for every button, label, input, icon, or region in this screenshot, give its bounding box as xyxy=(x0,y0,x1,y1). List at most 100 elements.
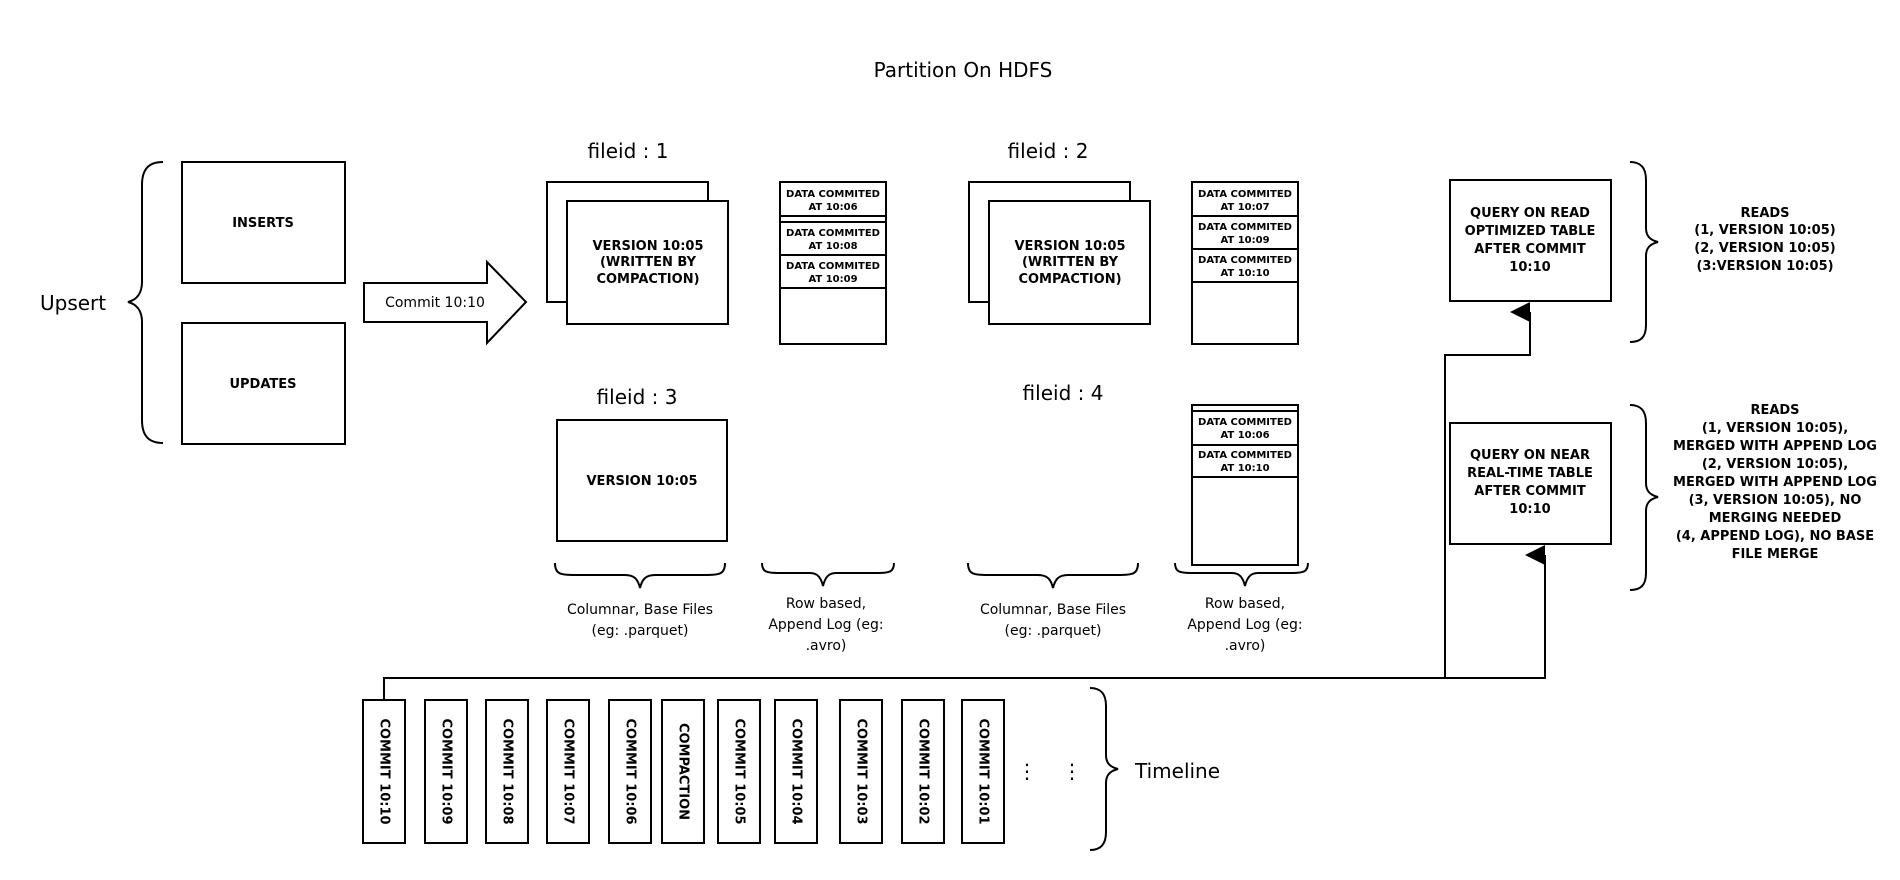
timeline: COMMIT 10:10 COMMIT 10:09 COMMIT 10:08 COMM… xyxy=(362,699,1082,844)
timeline-brace xyxy=(1089,687,1119,851)
fileid-2-base-file xyxy=(988,200,1151,325)
rowbased-brace-2 xyxy=(1174,562,1309,587)
timeline-commit-label: COMMIT 10:01 xyxy=(976,718,991,824)
columnar-caption-1: Columnar, Base Files xyxy=(567,602,713,618)
fileid-3-label: fileid : 3 xyxy=(597,385,678,409)
near-realtime-reads-line: FILE MERGE xyxy=(1732,547,1819,562)
updates-box xyxy=(181,322,346,445)
near-realtime-reads-line: (3, VERSION 10:05), NO xyxy=(1689,493,1862,508)
timeline-connector xyxy=(383,545,1546,700)
timeline-commit-box xyxy=(661,699,705,844)
near-realtime-query-line: AFTER COMMIT xyxy=(1474,484,1586,499)
rowbased-caption-1: .avro) xyxy=(806,638,847,654)
read-optimized-query-line: 10:10 xyxy=(1509,260,1550,275)
timeline-label: Timeline xyxy=(1134,759,1220,783)
fileid-1-label: fileid : 1 xyxy=(588,139,669,163)
timeline-commit-box xyxy=(717,699,761,844)
near-realtime-reads-line: (2, VERSION 10:05), xyxy=(1702,457,1848,472)
fileid-1-log-entry: DATA COMMITED xyxy=(786,261,880,272)
near-realtime-query-line: REAL-TIME TABLE xyxy=(1467,466,1593,481)
timeline-commit-label: COMMIT 10:05 xyxy=(732,718,747,824)
columnar-caption-2: Columnar, Base Files xyxy=(980,602,1126,618)
timeline-commit-box xyxy=(362,699,406,844)
fileid-1-log-entry: AT 10:08 xyxy=(808,241,857,252)
read-optimized-connector xyxy=(1444,302,1531,678)
near-realtime-query-line: 10:10 xyxy=(1509,502,1550,517)
rowbased-caption-2: Append Log (eg: xyxy=(1187,617,1302,633)
inserts-box xyxy=(181,161,346,284)
timeline-commit-label: COMMIT 10:04 xyxy=(789,718,804,824)
near-realtime-reads-line: MERGING NEEDED xyxy=(1709,511,1842,526)
fileid-2-log-entry: DATA COMMITED xyxy=(1198,189,1292,200)
rowbased-caption-1: Append Log (eg: xyxy=(768,617,883,633)
fileid-2-label: fileid : 2 xyxy=(1008,139,1089,163)
fileid-2-base-line: COMPACTION) xyxy=(1018,272,1121,287)
fileid-1-log-entry: DATA COMMITED xyxy=(786,228,880,239)
timeline-commit-box xyxy=(839,699,883,844)
columnar-caption-2: (eg: .parquet) xyxy=(1005,623,1102,639)
fileid-2-log-entry: DATA COMMITED xyxy=(1198,222,1292,233)
commit-arrow-label: Commit 10:10 xyxy=(385,295,485,311)
near-realtime-reads-line: READS xyxy=(1750,403,1799,418)
fileid-4-log-entry: DATA COMMITED xyxy=(1198,450,1292,461)
near-realtime-reads-line: MERGED WITH APPEND LOG xyxy=(1673,439,1877,454)
near-realtime-reads-line: MERGED WITH APPEND LOG xyxy=(1673,475,1877,490)
rowbased-caption-2: .avro) xyxy=(1225,638,1266,654)
timeline-commit-label: COMMIT 10:10 xyxy=(377,718,392,824)
timeline-commit-label: COMMIT 10:09 xyxy=(439,718,454,824)
read-optimized-reads-line: READS xyxy=(1740,206,1789,221)
fileid-2-log-entry: AT 10:10 xyxy=(1220,268,1269,279)
near-realtime-reads-line: (1, VERSION 10:05), xyxy=(1702,421,1848,436)
fileid-3-base-file xyxy=(556,419,728,542)
timeline-ellipsis: ⋮ xyxy=(1062,759,1082,783)
read-optimized-query-line: OPTIMIZED TABLE xyxy=(1465,224,1596,239)
fileid-4-log-entry: AT 10:10 xyxy=(1220,463,1269,474)
commit-arrow xyxy=(363,259,528,346)
near-realtime-reads-line: (4, APPEND LOG), NO BASE xyxy=(1676,529,1874,544)
fileid-4-log-entry: AT 10:06 xyxy=(1220,430,1269,441)
read-optimized-query-box xyxy=(1449,179,1612,302)
updates-label: UPDATES xyxy=(229,377,296,392)
rowbased-caption-2: Row based, xyxy=(1205,596,1285,612)
timeline-commit-label: COMPACTION xyxy=(676,723,691,820)
fileid-1-base-file xyxy=(566,200,729,325)
fileid-2-log-entry: AT 10:09 xyxy=(1220,235,1269,246)
read-optimized-reads-line: (2, VERSION 10:05) xyxy=(1694,241,1835,256)
near-realtime-query-box xyxy=(1449,422,1612,545)
fileid-2-base-line: VERSION 10:05 xyxy=(1015,239,1126,254)
upsert-brace xyxy=(127,161,164,444)
fileid-4-log-entry: DATA COMMITED xyxy=(1198,417,1292,428)
fileid-1-base-line: (WRITTEN BY xyxy=(600,255,697,270)
fileid-1-log-file xyxy=(779,181,887,345)
timeline-commit-box xyxy=(774,699,818,844)
columnar-brace-2 xyxy=(967,562,1139,589)
columnar-brace-1 xyxy=(554,562,726,589)
near-realtime-brace xyxy=(1629,404,1659,591)
timeline-commit-box xyxy=(608,699,652,844)
upsert-label: Upsert xyxy=(40,291,106,315)
read-optimized-query-line: QUERY ON READ xyxy=(1470,206,1590,221)
diagram-title: Partition On HDFS xyxy=(874,58,1053,82)
inserts-label: INSERTS xyxy=(232,216,294,231)
read-optimized-reads-line: (3:VERSION 10:05) xyxy=(1696,259,1833,274)
fileid-1-base-line: VERSION 10:05 xyxy=(593,239,704,254)
timeline-commit-box xyxy=(961,699,1005,844)
timeline-commit-box xyxy=(485,699,529,844)
fileid-4-label: fileid : 4 xyxy=(1023,381,1104,405)
timeline-commit-box xyxy=(546,699,590,844)
fileid-2-log-entry: AT 10:07 xyxy=(1220,202,1269,213)
fileid-2-log-file xyxy=(1191,181,1299,345)
rowbased-caption-1: Row based, xyxy=(786,596,866,612)
columnar-caption-1: (eg: .parquet) xyxy=(592,623,689,639)
timeline-commit-label: COMMIT 10:08 xyxy=(500,718,515,824)
timeline-commit-box xyxy=(901,699,945,844)
near-realtime-query-line: QUERY ON NEAR xyxy=(1470,448,1590,463)
read-optimized-query-line: AFTER COMMIT xyxy=(1474,242,1586,257)
read-optimized-reads-line: (1, VERSION 10:05) xyxy=(1694,223,1835,238)
rowbased-brace-1 xyxy=(761,562,895,587)
fileid-1-log-entry: DATA COMMITED xyxy=(786,189,880,200)
timeline-commit-label: COMMIT 10:06 xyxy=(623,718,638,824)
fileid-2-log-entry: DATA COMMITED xyxy=(1198,255,1292,266)
fileid-3-base-line: VERSION 10:05 xyxy=(587,474,698,489)
timeline-ellipsis: ⋮ xyxy=(1017,759,1037,783)
